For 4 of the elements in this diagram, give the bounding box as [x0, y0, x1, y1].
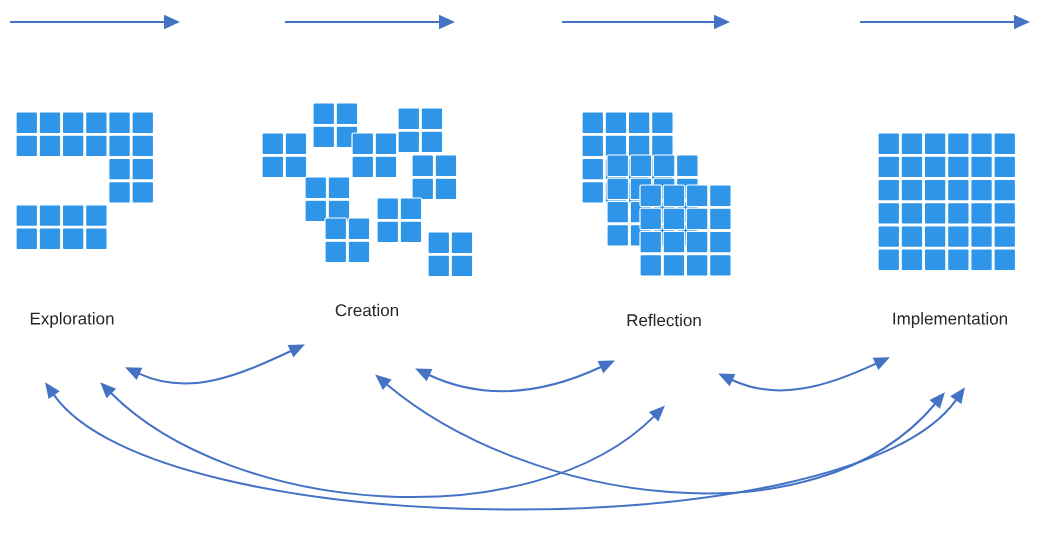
stage-label: Implementation [893, 312, 1007, 328]
stage-label: Creation [335, 303, 398, 317]
stage-label: Exploration [30, 312, 114, 328]
stage-label: Reflection [627, 313, 701, 327]
